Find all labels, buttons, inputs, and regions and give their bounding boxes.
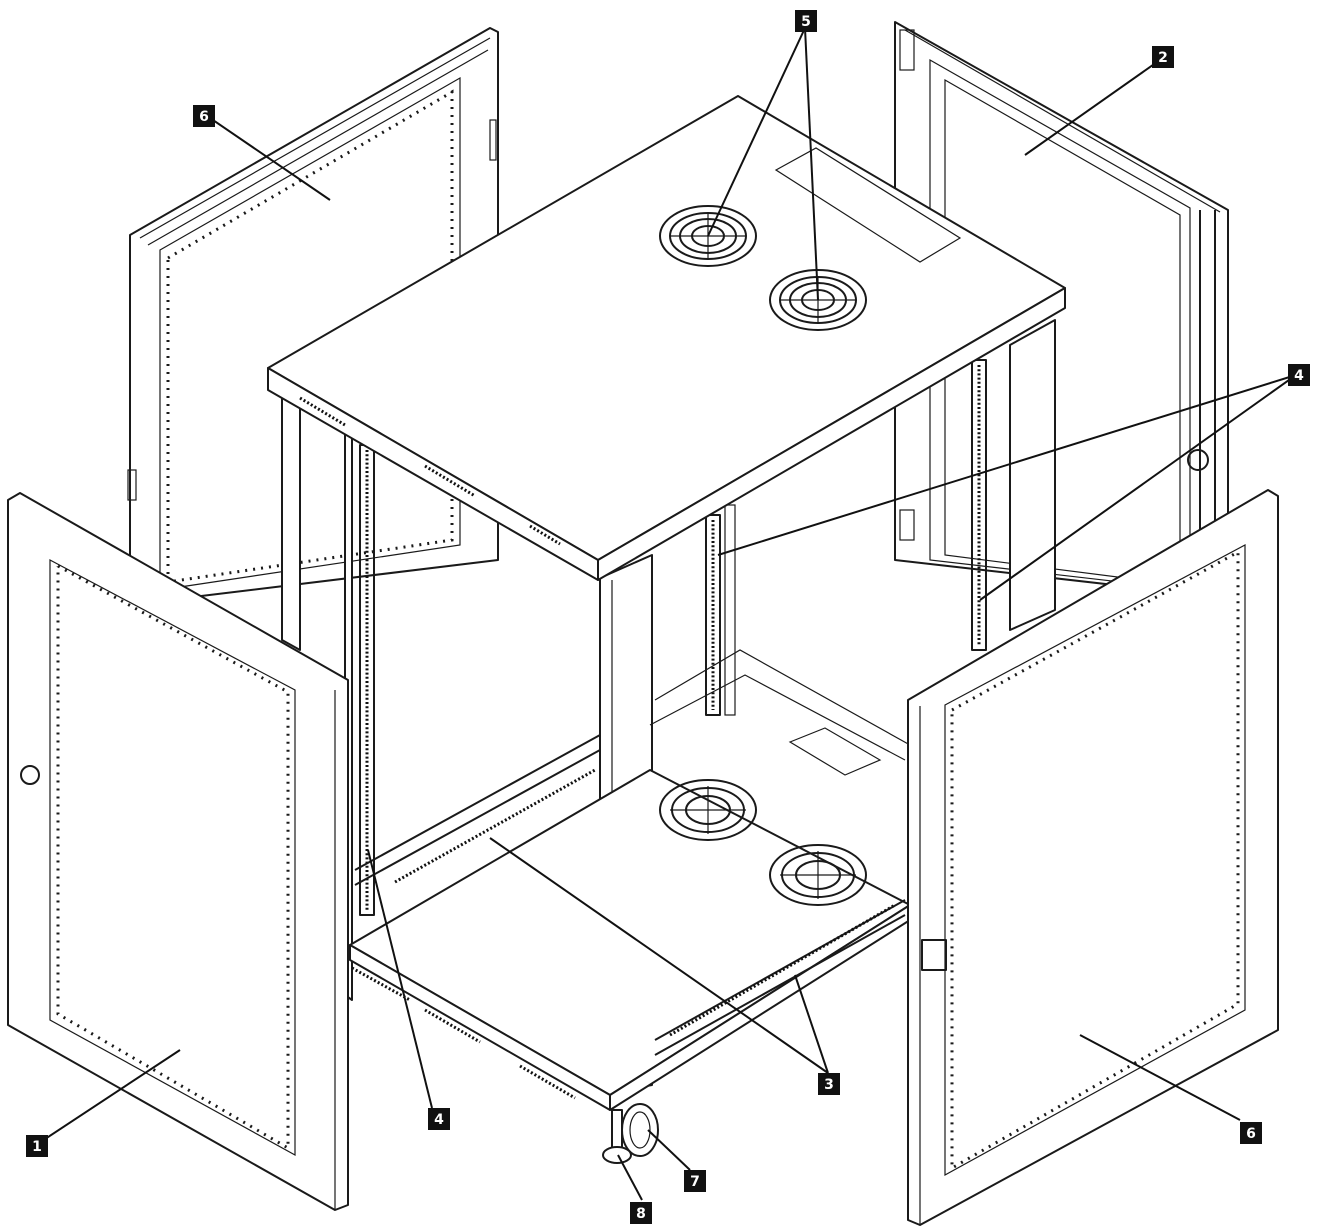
- callout-3-label: 3: [824, 1077, 834, 1093]
- top-vent-right: [529, 524, 561, 546]
- front-door: [7, 492, 349, 1211]
- leveling-foot: [602, 1109, 632, 1164]
- front-door-lock-icon: [20, 765, 40, 785]
- callout-8: 8: [630, 1202, 652, 1224]
- bottom-fan-2: [769, 844, 867, 906]
- callout-4-bottom: 4: [428, 1108, 450, 1130]
- callout-1-label: 1: [32, 1139, 42, 1155]
- callout-1: 1: [26, 1135, 48, 1157]
- callout-4-right-label: 4: [1294, 368, 1304, 384]
- front-right-side-panel: [907, 489, 1279, 1226]
- top-cover: [267, 95, 1066, 581]
- callout-6-left: 6: [193, 105, 215, 127]
- callout-2-label: 2: [1158, 50, 1168, 66]
- callout-4-right: 4: [1288, 364, 1310, 386]
- callout-6-right-label: 6: [1246, 1126, 1256, 1142]
- callout-2: 2: [1152, 46, 1174, 68]
- callout-5: 5: [795, 10, 817, 32]
- caster-wheel: [621, 1103, 659, 1157]
- callout-8-label: 8: [636, 1206, 646, 1222]
- side-panel-latch-icon: [921, 939, 947, 971]
- cabinet-base: [349, 727, 911, 1111]
- leader-lines: [35, 27, 1297, 1201]
- top-vent-left: [299, 396, 346, 427]
- callout-7: 7: [684, 1170, 706, 1192]
- callout-6-left-label: 6: [199, 109, 209, 125]
- bottom-fan-1: [659, 779, 757, 841]
- callout-6-right: 6: [1240, 1122, 1262, 1144]
- top-vent-mid: [424, 464, 476, 498]
- callout-3: 3: [818, 1073, 840, 1095]
- callout-4-bottom-label: 4: [434, 1112, 444, 1128]
- base-vent-left: [351, 966, 411, 1002]
- callout-7-label: 7: [690, 1174, 700, 1190]
- callout-5-label: 5: [801, 14, 811, 30]
